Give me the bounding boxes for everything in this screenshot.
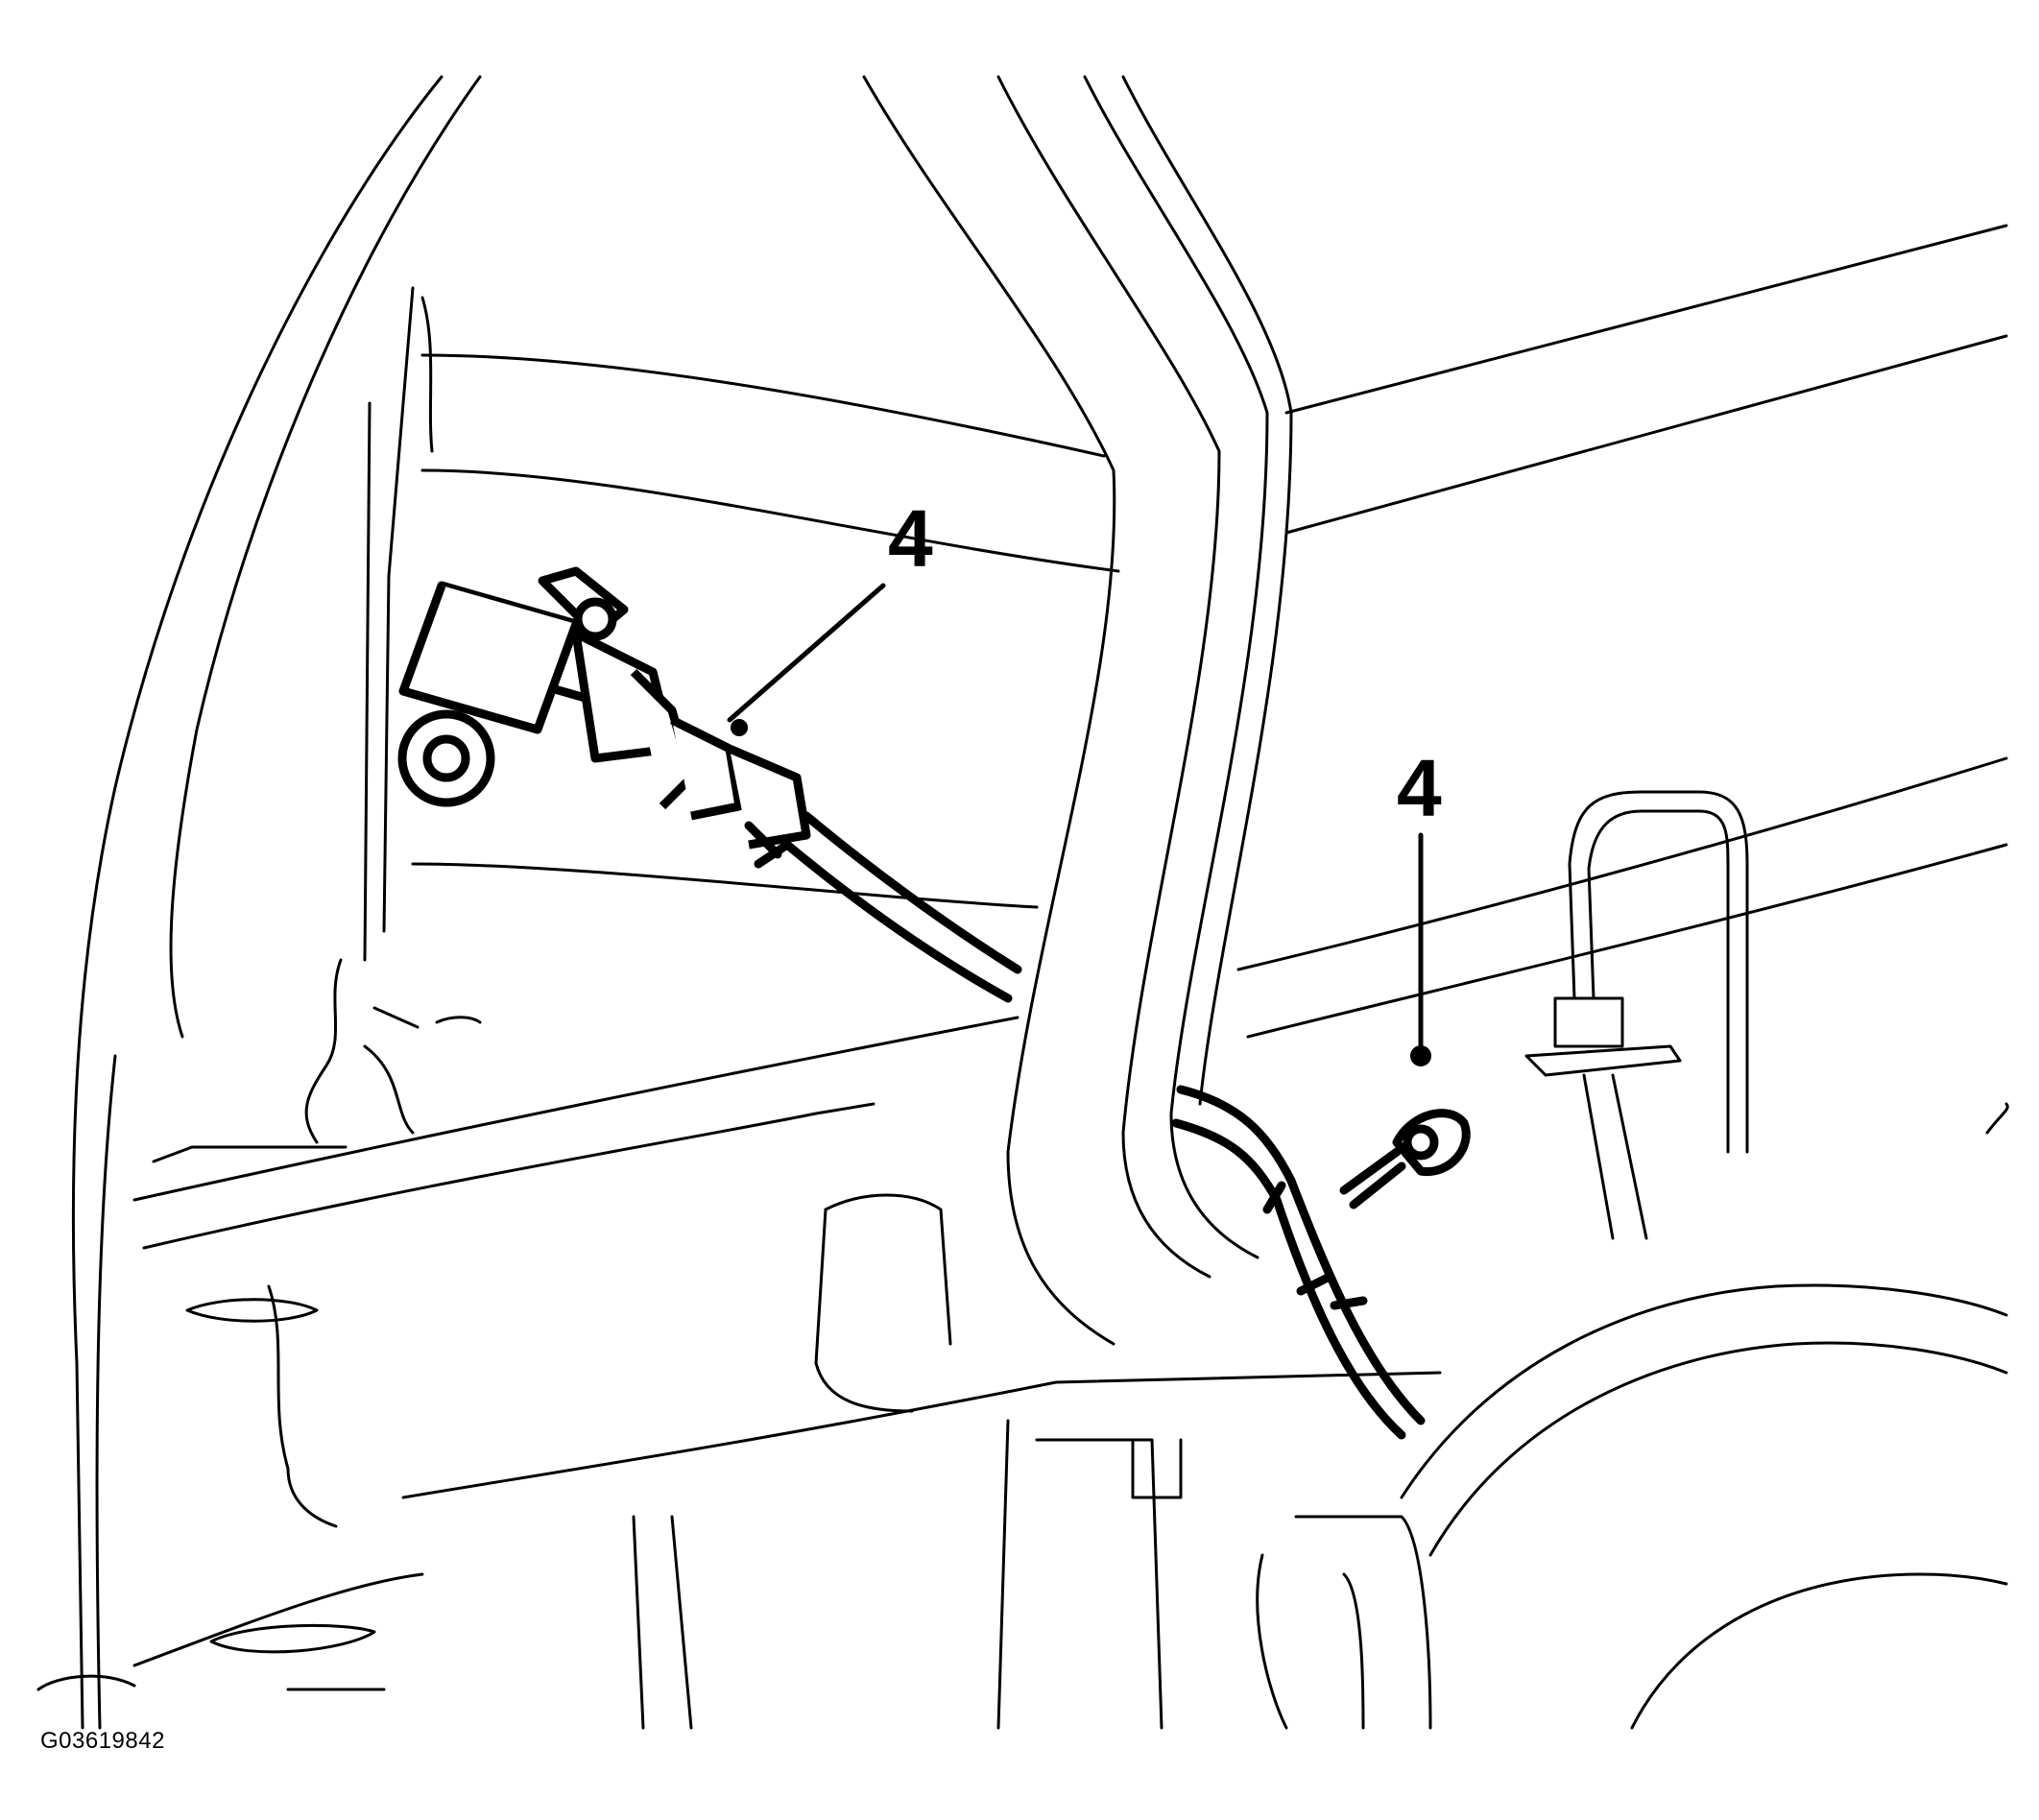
upper-curved-panel [411, 353, 1120, 909]
wheel-drum [1400, 1102, 2009, 1730]
callout-dot-2 [1410, 1045, 1431, 1066]
callout-dot-1 [731, 719, 748, 736]
callout-label-1: 4 [888, 493, 933, 584]
ground-eyelet [1339, 1109, 1471, 1209]
harness-connector [397, 566, 811, 869]
callout-label-2: 4 [1397, 743, 1442, 833]
right-cross-beams [1236, 224, 2008, 1039]
figure-id: G03619842 [40, 1728, 165, 1754]
brake-line-bracket [1524, 790, 1749, 1240]
left-body-panel [36, 75, 482, 1730]
callout-leaders [727, 583, 1431, 1066]
center-pillar [862, 75, 1293, 1346]
harness-cable [782, 811, 1426, 1440]
inner-panel-edge [304, 286, 434, 1144]
lower-left-slots [132, 1016, 482, 1691]
lower-frame-rail [132, 1016, 1442, 1730]
